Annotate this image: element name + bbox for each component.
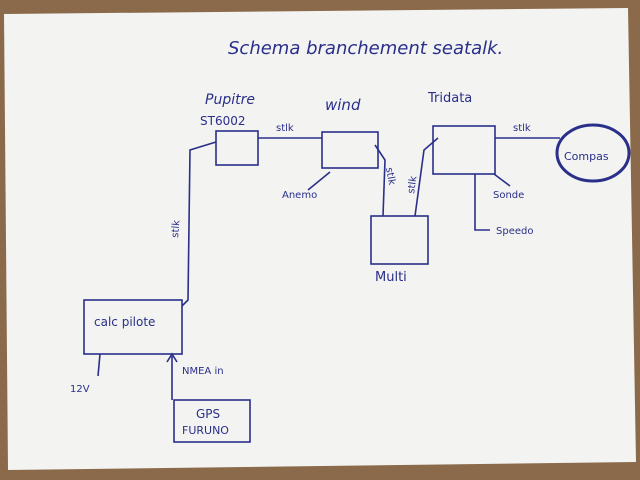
sonde-label: Sonde: [493, 190, 524, 201]
wire-tridata-multi: [414, 137, 439, 217]
wire-12v: [97, 353, 101, 377]
multi-box: [370, 215, 429, 265]
nmea-in-label: NMEA in: [182, 366, 224, 377]
multi-label: Multi: [375, 270, 407, 285]
stlk-label-pupitre-wind: stlk: [276, 123, 294, 134]
power-12v-label: 12V: [70, 384, 90, 395]
speedo-label: Speedo: [496, 226, 533, 237]
wire-speedo: [474, 174, 490, 231]
pupitre-model-label: ST6002: [200, 114, 246, 128]
pupitre-box: [215, 130, 259, 166]
paper-sheet: [4, 8, 636, 470]
gps-box: [173, 399, 251, 443]
pupitre-label: Pupitre: [205, 92, 255, 108]
tridata-box: [432, 125, 496, 175]
calc-pilote-label: calc pilote: [94, 315, 155, 329]
wind-label: wind: [325, 96, 361, 114]
nmea-arrow-head: [166, 352, 178, 363]
calc-pilote-box: [83, 299, 183, 355]
wire-sonde: [493, 173, 511, 187]
tridata-label: Tridata: [427, 91, 472, 106]
stlk-label-pilote-pupitre: stlk: [170, 219, 183, 238]
stlk-label-tridata-compas: stlk: [513, 123, 531, 134]
compass-circle: [555, 123, 631, 183]
stlk-label-wind-multi: stlk: [383, 167, 397, 187]
furuno-label: FURUNO: [182, 424, 229, 437]
gps-label: GPS: [196, 407, 220, 421]
diagram-title: Schema branchement seatalk.: [228, 38, 503, 59]
stlk-label-tridata-multi: stlk: [406, 175, 419, 194]
wire-anemo: [307, 171, 331, 191]
anemo-label: Anemo: [282, 190, 317, 201]
compass-label: Compas: [564, 150, 609, 163]
wire-pilote-pupitre: [181, 141, 217, 307]
wire-wind-multi: [374, 144, 386, 217]
